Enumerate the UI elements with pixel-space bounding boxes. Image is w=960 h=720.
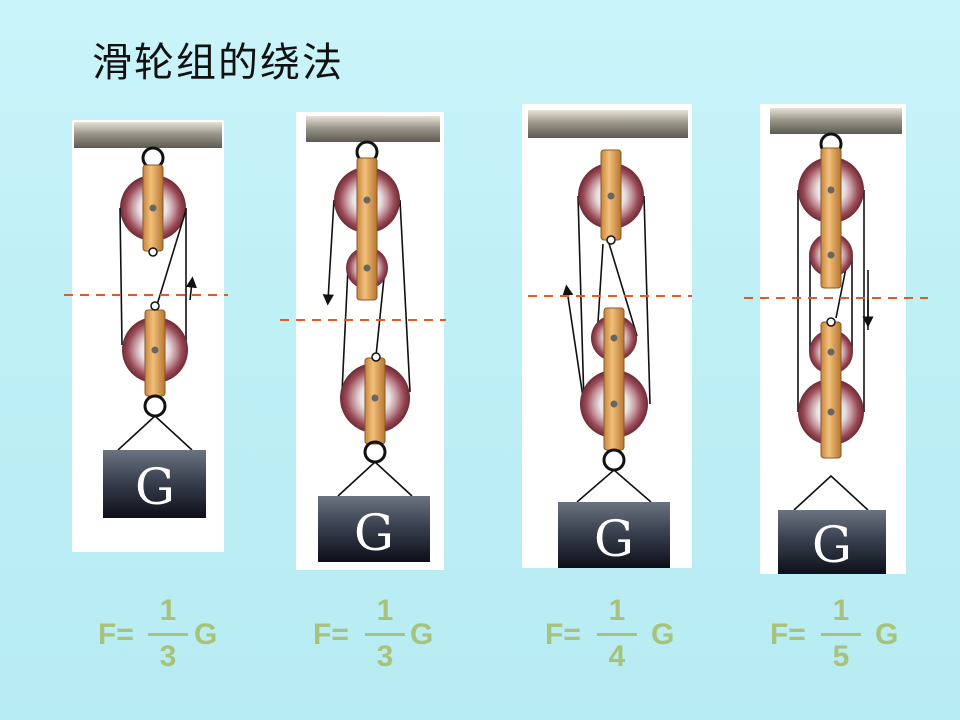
axle (827, 348, 835, 356)
fixed-pulley-frame (356, 157, 378, 301)
fixed-pulley (578, 149, 644, 245)
formula-suffix: G (651, 618, 675, 651)
pulley-system-4: G (770, 108, 902, 574)
pulley-system-1: G (74, 122, 222, 518)
ceiling-beam (74, 122, 222, 148)
denominator: 4 (608, 640, 626, 673)
formula-prefix: F= (313, 618, 349, 651)
formula-suffix: G (410, 618, 434, 651)
formula-suffix: G (875, 618, 899, 651)
formula-suffix: G (194, 618, 218, 651)
formula-1: F= 1 3 G (98, 592, 228, 678)
axle (610, 400, 618, 408)
numerator: 1 (832, 594, 850, 627)
page-title: 滑轮组的绕法 (92, 40, 344, 86)
numerator: 1 (159, 594, 177, 627)
formula-2: F= 1 3 G (313, 592, 443, 678)
formula-prefix: F= (770, 618, 806, 651)
formula-3: F= 1 4 G (545, 592, 685, 678)
weight-label: G (135, 458, 175, 516)
formula-prefix: F= (98, 618, 134, 651)
hanging-rope (117, 414, 193, 451)
hook-ring (602, 448, 626, 472)
fixed-pulley-frame (820, 147, 842, 289)
denominator: 3 (376, 640, 394, 673)
movable-pulley (340, 352, 410, 445)
numerator: 1 (376, 594, 394, 627)
weight-block (778, 510, 886, 574)
fraction: 1 5 (821, 592, 861, 676)
pulley-system-3: G (528, 110, 688, 568)
hook-ring (363, 440, 387, 464)
formula-prefix: F= (545, 618, 581, 651)
formula-4: F= 1 5 G (770, 592, 910, 678)
hanging-rope (337, 460, 413, 497)
fraction-bar (148, 633, 188, 636)
weight-block (558, 502, 670, 568)
fraction: 1 3 (148, 592, 188, 676)
denominator: 5 (832, 640, 850, 673)
pulley-system-2: G (306, 116, 440, 562)
fraction: 1 4 (597, 592, 637, 676)
movable-pulley-frame (603, 307, 625, 451)
fraction-bar (597, 633, 637, 636)
ceiling-beam (770, 108, 902, 134)
numerator: 1 (608, 594, 626, 627)
axle (827, 186, 835, 194)
hanging-rope (793, 474, 869, 511)
denominator: 3 (159, 640, 177, 673)
weight-block (103, 450, 206, 518)
axle (363, 196, 371, 204)
axle (363, 264, 371, 272)
fraction-bar (821, 633, 861, 636)
rope-anchor (826, 317, 836, 327)
weight-label: G (354, 504, 394, 562)
movable-pulley (122, 301, 188, 397)
rope (562, 195, 651, 405)
ceiling-beam (528, 110, 688, 138)
fraction-bar (365, 633, 405, 636)
weight-label: G (594, 510, 634, 568)
hanging-rope (576, 468, 652, 503)
axle (827, 408, 835, 416)
rope (322, 199, 411, 393)
axle (827, 251, 835, 259)
weight-block (318, 496, 430, 562)
ceiling-beam (306, 116, 440, 142)
weight-label: G (812, 516, 852, 574)
movable-pulley-frame (820, 321, 842, 459)
fixed-pulley (120, 164, 186, 257)
hook-ring (143, 394, 167, 418)
axle (610, 334, 618, 342)
rope (119, 207, 197, 346)
fraction: 1 3 (365, 592, 405, 676)
